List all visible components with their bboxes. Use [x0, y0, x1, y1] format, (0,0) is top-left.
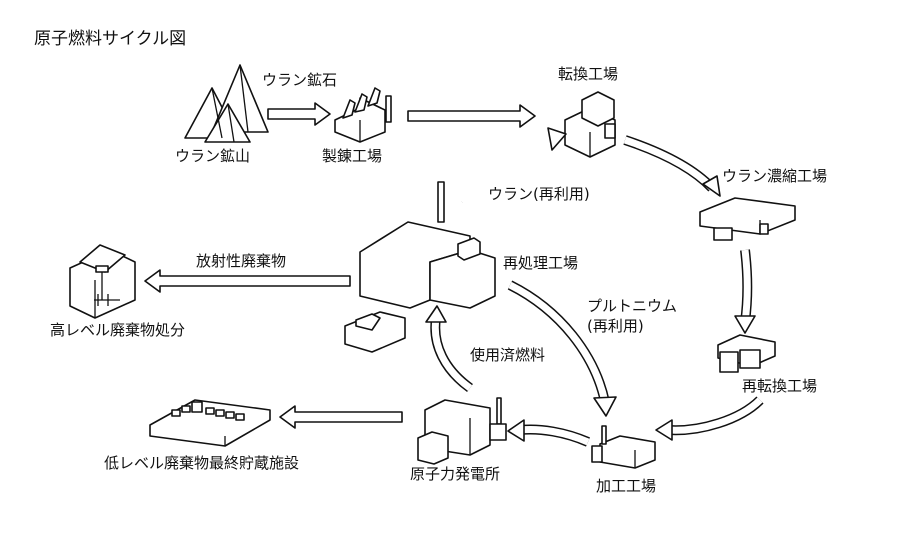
label-uranium-reuse: ウラン(再利用) [488, 185, 590, 203]
arrow-to-llw [279, 405, 403, 429]
refinery-icon [334, 87, 392, 143]
arrow-uranium-reuse-fill [459, 134, 554, 204]
label-reconversion: 再転換工場 [742, 377, 818, 395]
label-fabrication: 加工工場 [596, 477, 657, 495]
power-plant-icon [417, 397, 507, 465]
uranium-mine-icon [184, 64, 269, 143]
label-plutonium-line2: (再利用) [587, 317, 644, 335]
enrichment-plant-icon [699, 197, 796, 241]
reprocessing-plant-icon [344, 181, 496, 353]
label-hlw-disposal: 高レベル廃棄物処分 [50, 321, 186, 339]
label-reprocessing: 再処理工場 [503, 254, 579, 272]
label-power-plant: 原子力発電所 [410, 465, 501, 483]
diagram-title: 原子燃料サイクル図 [34, 29, 187, 49]
conversion-plant-icon [564, 91, 616, 158]
hlw-disposal-icon [69, 244, 136, 319]
label-plutonium-line1: プルトニウム [587, 297, 678, 315]
label-refinery: 製錬工場 [322, 147, 383, 165]
arrow-mine-to-refinery [267, 102, 331, 126]
arrow-refinery-to-conversion [407, 104, 536, 128]
reconversion-plant-icon [717, 334, 776, 373]
fabrication-plant-icon [591, 425, 656, 469]
arrow-to-hlw [144, 269, 351, 293]
label-spent-fuel: 使用済燃料 [470, 346, 546, 364]
label-llw-disposal: 低レベル廃棄物最終貯蔵施設 [104, 454, 300, 472]
llw-storage-icon [149, 399, 271, 447]
label-conversion: 転換工場 [558, 65, 619, 83]
label-enrichment: ウラン濃縮工場 [722, 167, 828, 185]
label-hlw: 放射性廃棄物 [196, 252, 287, 270]
label-uranium-ore: ウラン鉱石 [262, 71, 338, 89]
label-uranium-mine: ウラン鉱山 [175, 147, 251, 165]
